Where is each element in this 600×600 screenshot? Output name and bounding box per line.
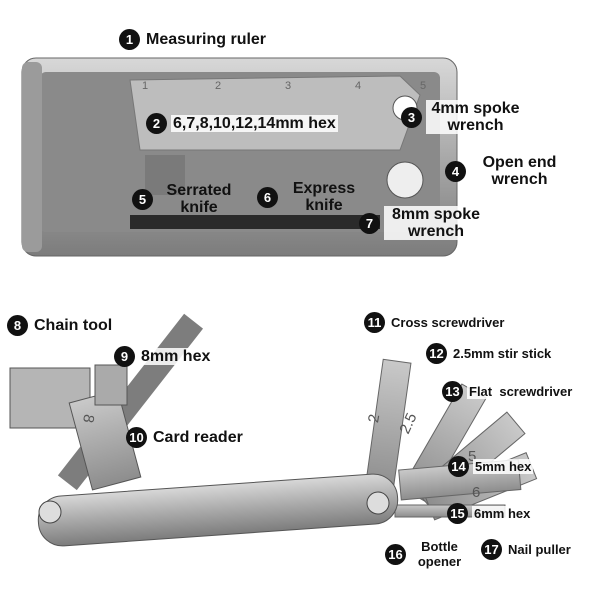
callout-express-knife: 6 Express knife xyxy=(257,180,377,214)
callout-label: Flat screwdriver xyxy=(467,384,575,399)
callout-number: 13 xyxy=(442,381,463,402)
callout-number: 7 xyxy=(359,212,380,234)
8mm-hex-bit xyxy=(94,364,128,406)
callout-flat-screwdriver: 13 Flat screwdriver xyxy=(442,381,575,402)
etched-mark: 6 xyxy=(472,484,481,501)
serrated-knife-edge xyxy=(130,215,380,229)
callout-label: Chain tool xyxy=(32,317,115,334)
callout-number: 14 xyxy=(448,456,469,477)
callout-label: Bottle opener xyxy=(410,539,469,569)
ruler-tick: 2 xyxy=(215,80,222,92)
callout-label: Measuring ruler xyxy=(144,31,269,48)
callout-6mm-hex: 15 6mm hex xyxy=(447,503,533,524)
callout-number: 8 xyxy=(7,315,28,336)
callout-cross-screwdriver: 11 Cross screwdriver xyxy=(364,312,507,333)
callout-5mm-hex: 14 5mm hex xyxy=(448,456,534,477)
callout-label: 2.5mm stir stick xyxy=(451,346,554,361)
callout-label: 6,7,8,10,12,14mm hex xyxy=(171,115,338,132)
chain-tool-screw xyxy=(145,155,185,195)
callout-number: 4 xyxy=(445,160,466,182)
etched-mark: 5 xyxy=(468,448,477,465)
ruler-tick: 3 xyxy=(285,80,292,92)
callout-number: 11 xyxy=(364,312,385,333)
pivot-screw-right xyxy=(366,491,390,515)
folded-tool-end-cap xyxy=(22,62,42,252)
callout-number: 10 xyxy=(126,427,147,448)
callout-label: Open end wrench xyxy=(470,154,569,188)
callout-stir-stick: 12 2.5mm stir stick xyxy=(426,343,554,364)
ruler-tick: 5 xyxy=(420,80,427,92)
callout-label: Serrated knife xyxy=(166,182,232,216)
callout-label: 5mm hex xyxy=(473,459,534,474)
callout-label: 8mm hex xyxy=(139,348,213,365)
callout-label: 4mm spoke wrench xyxy=(426,100,525,134)
callout-number: 1 xyxy=(119,29,140,50)
callout-label: Cross screwdriver xyxy=(389,315,507,330)
callout-serrated-knife: 5 Serrated knife xyxy=(132,182,252,216)
pivot-screw-left xyxy=(38,500,62,524)
callout-number: 5 xyxy=(132,188,153,210)
open-end-wrench-cutout xyxy=(386,161,424,199)
ruler-tick: 4 xyxy=(355,80,362,92)
callout-label: Express knife xyxy=(292,180,356,214)
callout-number: 16 xyxy=(385,543,406,565)
callout-number: 9 xyxy=(114,346,135,367)
ruler-tick: 1 xyxy=(142,80,149,92)
callout-label: 6mm hex xyxy=(472,506,533,521)
callout-label: 8mm spoke wrench xyxy=(384,206,488,240)
callout-nail-puller: 17 Nail puller xyxy=(481,539,573,560)
unfolded-tool-handle xyxy=(37,473,399,547)
callout-number: 15 xyxy=(447,503,468,524)
callout-number: 17 xyxy=(481,539,502,560)
callout-number: 12 xyxy=(426,343,447,364)
callout-number: 3 xyxy=(401,106,422,128)
callout-number: 6 xyxy=(257,186,278,208)
callout-label: Nail puller xyxy=(506,542,573,557)
callout-label: Card reader xyxy=(151,429,245,446)
callout-number: 2 xyxy=(146,113,167,134)
